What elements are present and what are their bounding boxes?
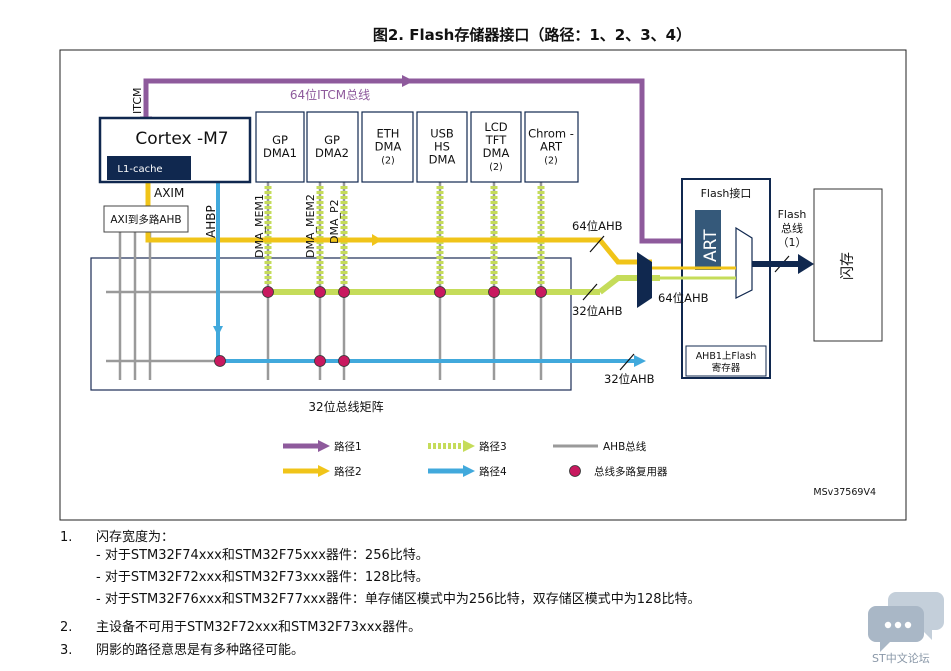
master-label-line: DMA2 bbox=[315, 146, 349, 160]
bus-matrix-label: 32位总线矩阵 bbox=[308, 399, 383, 414]
master-label-line: Chrom - bbox=[528, 127, 574, 141]
art-accelerator-block bbox=[695, 210, 721, 270]
master-label-line: (2) bbox=[489, 162, 502, 173]
cortex-m7-label: Cortex -M7 bbox=[135, 129, 228, 149]
path1-line bbox=[143, 78, 728, 244]
axi-ahb-block bbox=[103, 205, 189, 233]
note-1-item-2: - 对于STM32F72xxx和STM32F73xxx器件：128比特。 bbox=[96, 570, 429, 585]
ahb32-mid-label: 32位AHB bbox=[572, 304, 623, 318]
master-label-line: USB bbox=[430, 127, 454, 141]
master-eth-dma bbox=[361, 111, 414, 183]
legend: 路径1 路径2 路径3 路径4 AHB总线 总线多路复用器 bbox=[283, 440, 668, 478]
watermark-text: ST中文论坛 bbox=[872, 652, 930, 665]
itcm-bus-label: 64位ITCM总线 bbox=[290, 87, 370, 102]
note-3-number: 3. bbox=[60, 643, 73, 658]
master-label-line: TFT bbox=[485, 133, 507, 147]
path2-arrow-marker bbox=[372, 234, 382, 246]
path4-line bbox=[216, 182, 640, 363]
bus-matrix-box bbox=[90, 257, 572, 391]
flash-bus-label-2: 总线 bbox=[781, 221, 803, 235]
legend-path2: 路径2 bbox=[334, 465, 362, 478]
note-3: 3. 阴影的路径意思是有多种路径可能。 bbox=[60, 642, 304, 660]
ahb1-flash-registers-line1: AHB1上Flash bbox=[696, 351, 757, 362]
dma-mem1-label: DMA_MEM1 bbox=[253, 194, 266, 258]
flash-interface-label: Flash接口 bbox=[701, 187, 752, 200]
ahbp-label: AHBP bbox=[204, 205, 218, 238]
master-label-line: DMA bbox=[429, 153, 456, 167]
legend-path1: 路径1 bbox=[334, 440, 362, 453]
note-1-item-1: - 对于STM32F74xxx和STM32F75xxx器件：256比特。 bbox=[96, 548, 429, 563]
ahb64-top-label: 64位AHB bbox=[572, 219, 623, 233]
master-label-line: ETH bbox=[377, 127, 400, 141]
bus-mux-dots bbox=[214, 286, 547, 367]
master-label-line: LCD bbox=[484, 120, 507, 134]
master-label-line: DMA bbox=[375, 140, 402, 154]
art-label: ART bbox=[701, 229, 721, 262]
note-1-number: 1. bbox=[60, 530, 73, 545]
flash-memory-box bbox=[813, 188, 883, 342]
path4-arrow-mid bbox=[213, 326, 223, 336]
master-label-line: HS bbox=[434, 140, 450, 154]
master-label-line: (2) bbox=[381, 156, 394, 167]
diagram-frame bbox=[59, 49, 907, 521]
legend-path4: 路径4 bbox=[479, 465, 507, 478]
flash-bus-label-3: （1） bbox=[778, 236, 807, 249]
figure-id: MSv37569V4 bbox=[813, 487, 876, 498]
l1-cache-label: L1-cache bbox=[117, 164, 162, 175]
master-gp-dma1 bbox=[255, 111, 305, 183]
chat-bubbles-icon bbox=[868, 592, 944, 652]
note-1-text: 闪存宽度为： bbox=[96, 530, 175, 545]
legend-mux: 总线多路复用器 bbox=[594, 465, 668, 478]
master-label-line: (2) bbox=[544, 156, 557, 167]
path1-arrow-top bbox=[402, 75, 414, 87]
itcm-label: ITCM bbox=[131, 88, 144, 115]
master-label-line: GP bbox=[324, 133, 340, 147]
note-3-text: 阴影的路径意思是有多种路径可能。 bbox=[96, 643, 305, 658]
master-label-line: DMA1 bbox=[263, 146, 297, 160]
legend-path3: 路径3 bbox=[479, 440, 507, 453]
master-label-line: DMA bbox=[483, 146, 510, 160]
ahb1-flash-registers-box bbox=[685, 345, 767, 377]
note-1: 1. 闪存宽度为： bbox=[60, 529, 174, 547]
master-boxes bbox=[255, 111, 579, 183]
master-labels: GPDMA1GPDMA2ETHDMA(2)USBHSDMALCDTFTDMA(2… bbox=[263, 120, 574, 173]
ahb-64-mux bbox=[637, 252, 652, 308]
axim-label: AXIM bbox=[154, 186, 184, 200]
master-lcd-tft-dma bbox=[470, 111, 522, 183]
legend-ahb: AHB总线 bbox=[603, 440, 647, 453]
flash-memory-label: 闪存 bbox=[840, 252, 856, 280]
ahb64-right-label: 64位AHB bbox=[658, 291, 709, 305]
note-1-item-3: - 对于STM32F76xxx和STM32F77xxx器件：单存储区模式中为25… bbox=[96, 592, 701, 607]
note-2-text: 主设备不可用于STM32F72xxx和STM32F73xxx器件。 bbox=[96, 620, 422, 635]
flash-bus-arrowhead bbox=[798, 254, 814, 274]
master-label-line: ART bbox=[540, 140, 563, 154]
master-label-line: GP bbox=[272, 133, 288, 147]
ahb1-flash-registers-line2: 寄存器 bbox=[712, 362, 741, 374]
master-usb-hs-dma bbox=[416, 111, 468, 183]
dma-p2-label: DMA_P2 bbox=[328, 199, 341, 244]
flash-internal-mux bbox=[735, 226, 753, 299]
path4-arrow-end bbox=[634, 355, 646, 367]
note-2: 2. 主设备不可用于STM32F72xxx和STM32F73xxx器件。 bbox=[60, 619, 421, 637]
note-2-number: 2. bbox=[60, 620, 73, 635]
ahb32-bottom-label: 32位AHB bbox=[604, 372, 655, 386]
master-chrom-art bbox=[524, 111, 579, 183]
master-gp-dma2 bbox=[306, 111, 359, 183]
path3-master-lines bbox=[264, 186, 545, 286]
flash-bus-label-1: Flash bbox=[778, 208, 807, 221]
figure-title: 图2. Flash存储器接口（路径：1、2、3、4） bbox=[373, 26, 691, 44]
dma-mem2-label: DMA_MEM2 bbox=[304, 194, 317, 258]
l1-cache-block bbox=[107, 156, 191, 180]
axi-ahb-label: AXI到多路AHB bbox=[110, 213, 181, 226]
